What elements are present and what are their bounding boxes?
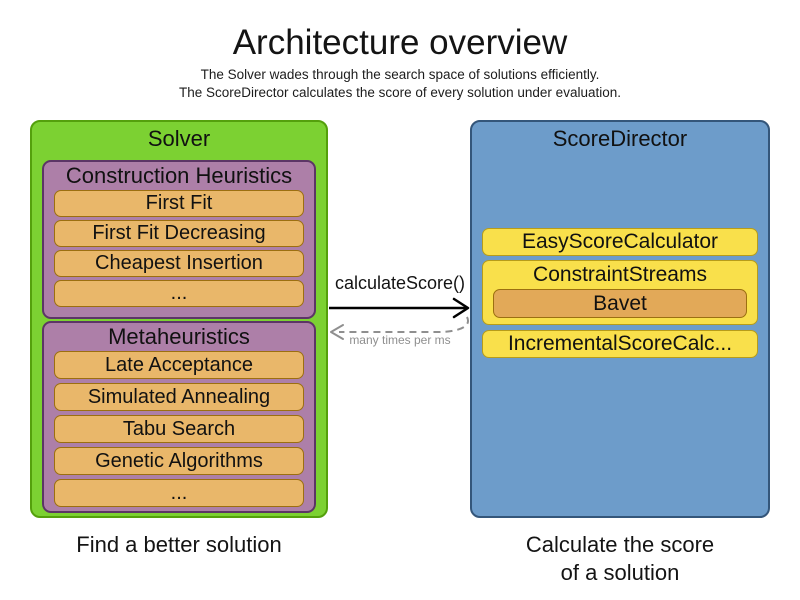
score-director-caption: Calculate the score of a solution <box>470 531 770 587</box>
subtitle-line-2: The ScoreDirector calculates the score o… <box>179 85 621 100</box>
call-arrows-graphic <box>329 297 470 340</box>
solid-arrow-right-icon <box>329 297 470 319</box>
item-simulated-annealing: Simulated Annealing <box>54 383 304 411</box>
constraint-streams-label: ConstraintStreams <box>533 262 707 286</box>
page-title: Architecture overview <box>232 23 568 62</box>
item-construction-ellipsis: ... <box>54 280 304 307</box>
score-director-caption-line-2: of a solution <box>560 560 680 585</box>
score-director-title: ScoreDirector <box>552 125 688 151</box>
construction-heuristics-group: Construction Heuristics First Fit First … <box>42 160 316 319</box>
item-first-fit-decreasing: First Fit Decreasing <box>54 220 304 247</box>
item-cheapest-insertion: Cheapest Insertion <box>54 250 304 277</box>
item-metaheuristics-ellipsis: ... <box>54 479 304 507</box>
score-director-box: ScoreDirector EasyScoreCalculator Constr… <box>470 120 770 518</box>
solver-title: Solver <box>147 125 211 151</box>
item-constraint-streams: ConstraintStreams Bavet <box>482 260 758 325</box>
item-first-fit: First Fit <box>54 190 304 217</box>
group-padding <box>44 310 314 317</box>
item-bavet: Bavet <box>493 289 747 318</box>
item-late-acceptance: Late Acceptance <box>54 351 304 379</box>
construction-heuristics-title: Construction Heuristics <box>65 163 293 188</box>
metaheuristics-title: Metaheuristics <box>108 324 250 349</box>
solver-box: Solver Construction Heuristics First Fit… <box>30 120 328 518</box>
score-director-caption-line-1: Calculate the score <box>525 532 715 557</box>
arrow-frequency-label: many times per ms <box>349 333 451 347</box>
item-easy-score-calculator: EasyScoreCalculator <box>482 228 758 256</box>
item-tabu-search: Tabu Search <box>54 415 304 443</box>
dashed-arrow-left-icon <box>330 316 469 340</box>
item-genetic-algorithms: Genetic Algorithms <box>54 447 304 475</box>
item-incremental-score-calculator: IncrementalScoreCalc... <box>482 330 758 358</box>
calculate-score-arrow-label: calculateScore() <box>334 273 466 293</box>
subtitle-line-1: The Solver wades through the search spac… <box>200 67 600 82</box>
metaheuristics-group: Metaheuristics Late Acceptance Simulated… <box>42 321 316 513</box>
solver-caption: Find a better solution <box>76 532 282 557</box>
